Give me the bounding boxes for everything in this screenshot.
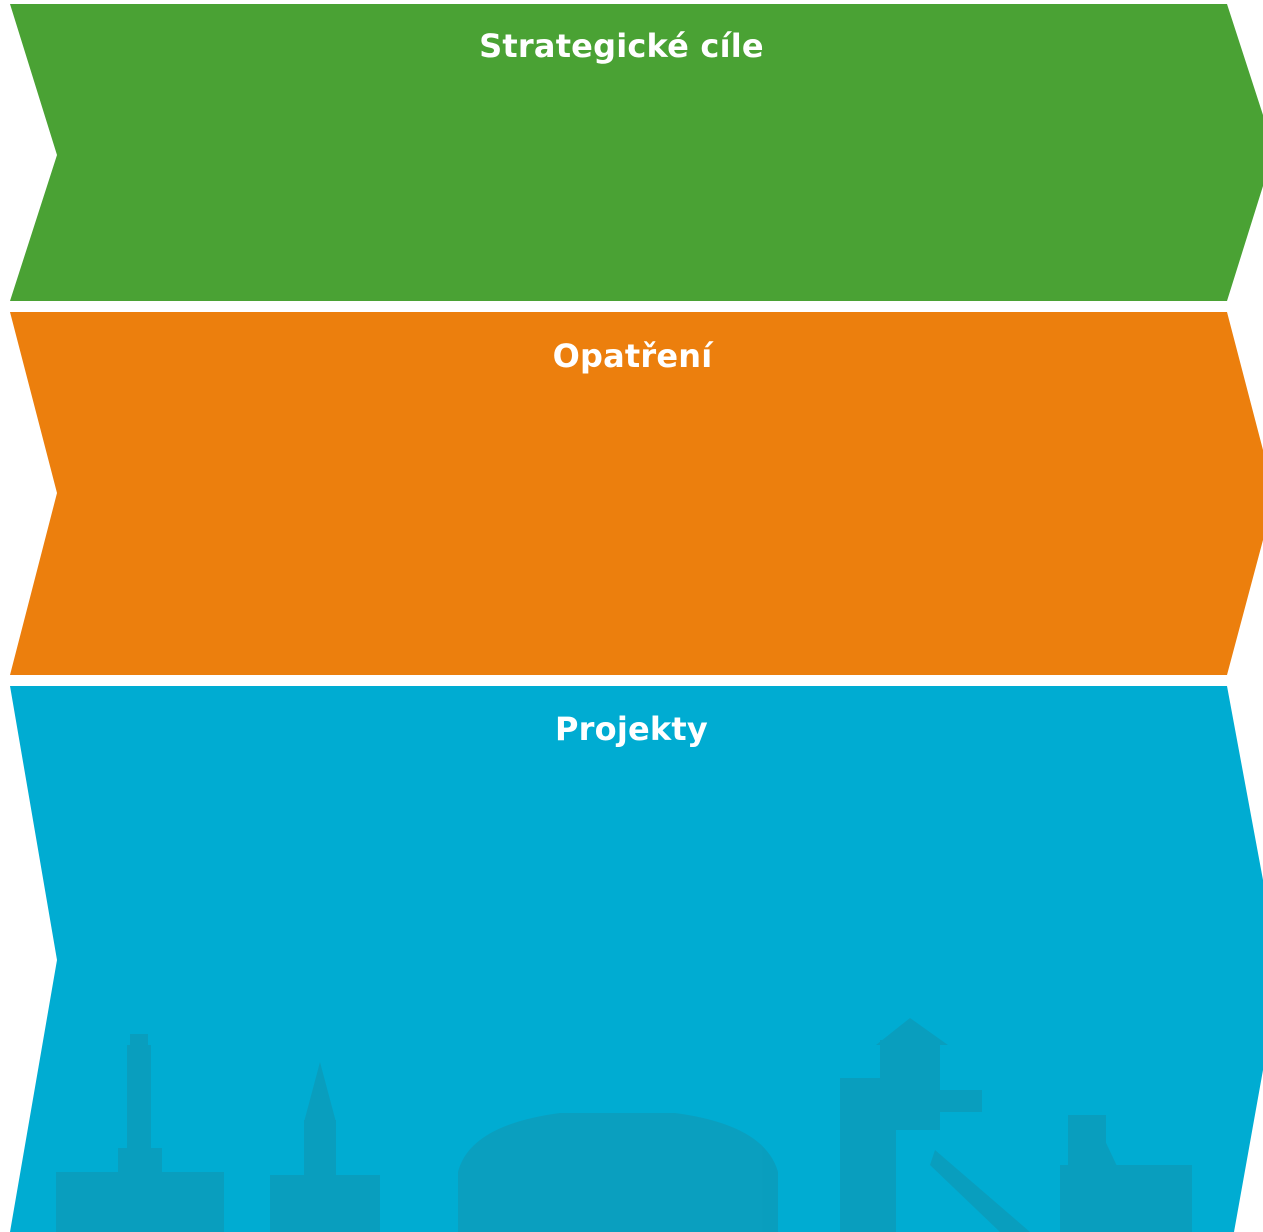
band-title-measures: Opatření (552, 337, 713, 375)
band-title-strategic-goals: Strategické cíle (479, 27, 764, 65)
band-title-projects: Projekty (555, 710, 708, 748)
band-measures (10, 312, 1263, 675)
band-strategic-goals (10, 4, 1263, 301)
city-skyline-illustration (56, 1018, 1192, 1232)
